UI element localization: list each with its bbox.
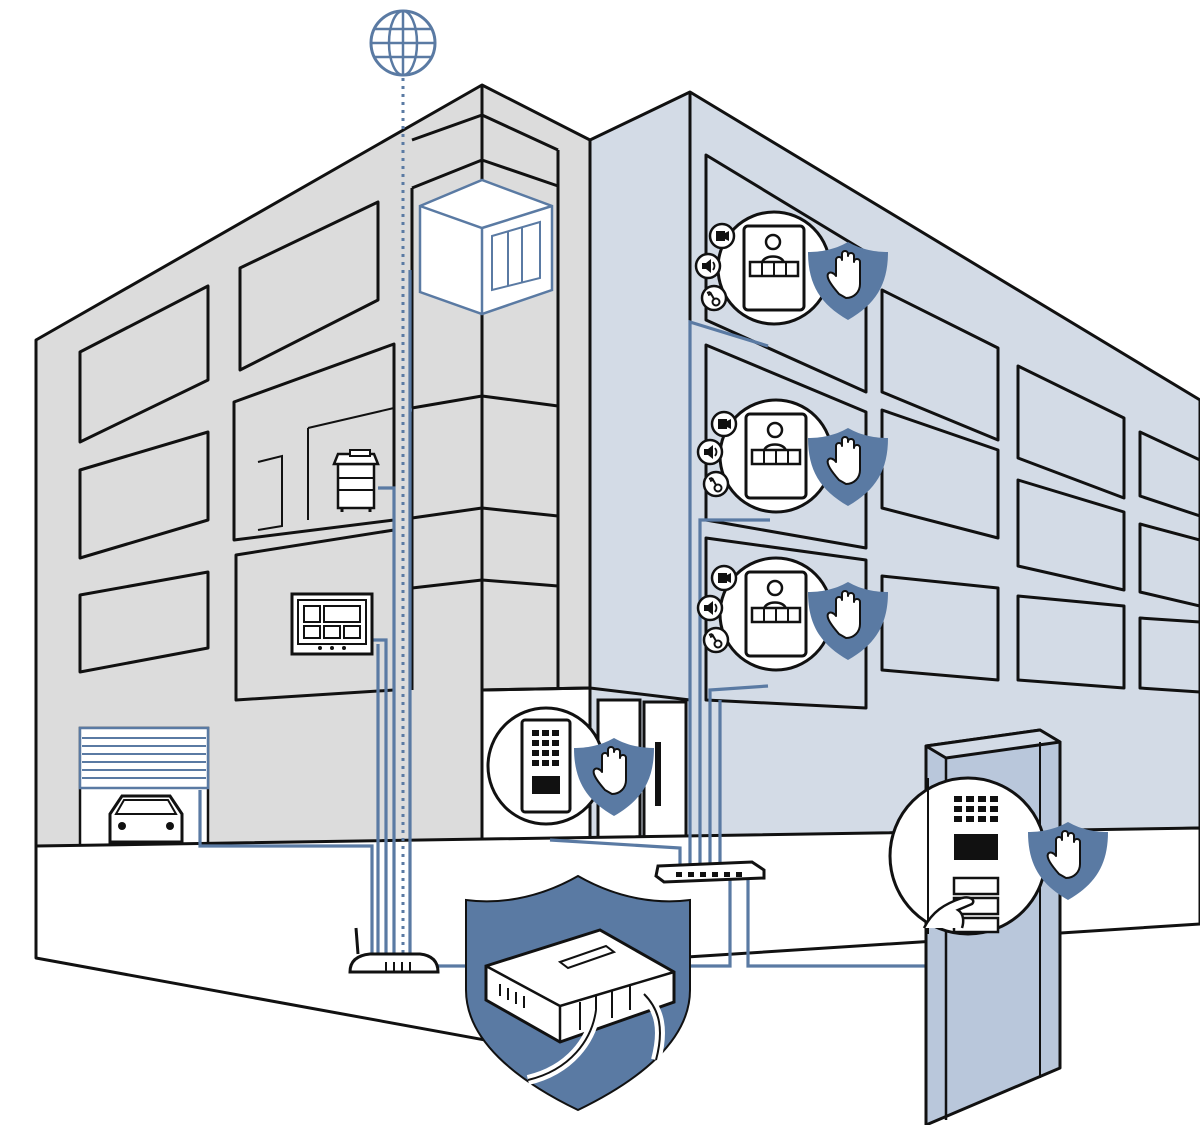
printer-icon [332,449,380,512]
network-switch-icon[interactable] [654,860,766,884]
window [1138,522,1200,608]
window [880,574,1000,682]
key-icon [700,284,728,312]
window [1016,594,1126,690]
car-icon [108,794,184,844]
window [238,200,380,372]
door-station-pillar[interactable] [888,728,1109,1125]
speaker-icon [696,594,724,622]
network-cables [198,70,988,968]
window [1138,616,1200,694]
router-icon[interactable] [348,927,440,974]
gateway-device-icon [484,928,676,1085]
window [78,570,210,674]
window [880,288,1000,442]
speaker-icon [694,252,722,280]
entrance-keypad[interactable] [486,706,655,826]
window [1016,364,1126,500]
window [1016,478,1126,592]
window [880,408,1000,540]
globe-icon [369,9,437,77]
video-camera-icon [710,410,738,438]
garage [78,726,210,848]
key-icon [702,470,730,498]
window [78,430,210,560]
speaker-icon [696,438,724,466]
gateway-security-shield[interactable] [465,874,691,1112]
door-station-icon [888,776,1048,936]
window [78,284,210,444]
control-panel-icon [290,592,374,656]
video-camera-icon [708,222,736,250]
key-icon [702,626,730,654]
elevator-cabin [418,178,554,316]
video-camera-icon [710,564,738,592]
window [1138,430,1200,518]
